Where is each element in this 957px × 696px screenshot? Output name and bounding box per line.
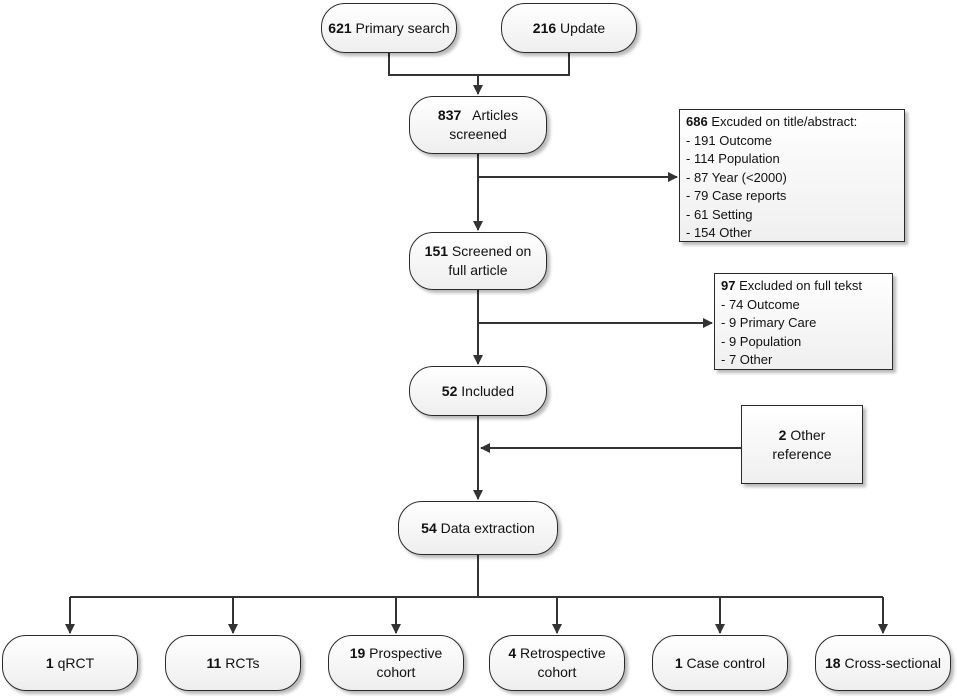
data-extraction-label: Data extraction	[440, 519, 535, 536]
full-article-line1: Screened on	[451, 243, 532, 259]
design-line1: Case control	[686, 654, 766, 671]
primary-search-label: Primary search	[355, 19, 450, 36]
design-line1: Prospective	[369, 645, 443, 661]
included-label: Included	[461, 382, 515, 399]
title-exclusion-item: - 79 Case reports	[686, 188, 787, 203]
full-article-count: 151	[424, 243, 449, 259]
design-node-retrospective-cohort: 4 Retrospective cohort	[489, 635, 625, 691]
included-count: 52	[441, 382, 458, 399]
title-exclusion-heading: Excuded on title/abstract:	[711, 114, 858, 129]
full-article-line2: full article	[448, 262, 508, 278]
title-exclusion-item: - 114 Population	[686, 151, 780, 166]
other-reference-count: 2	[778, 426, 787, 443]
design-count: 4	[508, 645, 517, 661]
fulltext-exclusion-item: - 74 Outcome	[721, 296, 800, 312]
design-node-prospective-cohort: 19 Prospective cohort	[328, 635, 464, 691]
primary-search-count: 621	[328, 19, 352, 36]
screened-count: 837	[437, 107, 462, 123]
update-count: 216	[532, 19, 557, 36]
title-exclusion-count: 686	[686, 114, 708, 129]
title-abstract-exclusion-box: 686 Excuded on title/abstract: - 191 Out…	[679, 109, 905, 242]
fulltext-exclusion-item: - 9 Primary Care	[721, 315, 817, 330]
design-count: 19	[349, 645, 366, 661]
other-reference-line2: reference	[772, 445, 832, 462]
title-exclusion-item: - 87 Year (<2000)	[686, 169, 787, 185]
update-label: Update	[560, 19, 606, 36]
screened-line1: Articles	[472, 107, 519, 123]
data-extraction-count: 54	[421, 519, 437, 536]
design-line2: cohort	[376, 664, 416, 680]
design-node-cross-sectional: 18 Cross-sectional	[815, 635, 951, 691]
update-node: 216 Update	[501, 3, 637, 53]
title-exclusion-item: - 154 Other	[686, 225, 752, 240]
design-node-qrct: 1 qRCT	[2, 635, 138, 691]
design-count: 18	[825, 654, 841, 671]
data-extraction-node: 54 Data extraction	[398, 501, 558, 555]
design-node-case-control: 1 Case control	[652, 635, 788, 691]
screened-node: 837 Articles screened	[409, 96, 547, 154]
design-line1: qRCT	[57, 654, 95, 671]
fulltext-exclusion-heading: Excluded on full tekst	[739, 278, 862, 293]
fulltext-exclusion-count: 97	[721, 278, 736, 293]
design-line1: Cross-sectional	[844, 654, 941, 671]
primary-search-node: 621 Primary search	[321, 3, 457, 53]
title-exclusion-item: - 61 Setting	[686, 206, 753, 222]
fulltext-exclusion-item: - 9 Population	[721, 333, 802, 349]
fulltext-exclusion-item: - 7 Other	[721, 352, 773, 367]
design-line1: RCTs	[225, 654, 260, 671]
design-line1: Retrospective	[520, 645, 606, 661]
design-count: 11	[206, 654, 222, 671]
design-count: 1	[45, 654, 54, 671]
design-node-rcts: 11 RCTs	[165, 635, 301, 691]
included-node: 52 Included	[409, 366, 547, 416]
other-reference-box: 2 Other reference	[741, 405, 863, 484]
design-count: 1	[674, 654, 683, 671]
title-exclusion-item: - 191 Outcome	[686, 132, 772, 148]
merge-connector	[388, 51, 570, 94]
full-article-node: 151 Screened on full article	[409, 232, 547, 290]
full-text-exclusion-box: 97 Excluded on full tekst - 74 Outcome -…	[714, 273, 893, 370]
other-reference-line1: Other	[790, 426, 826, 443]
screened-line2: screened	[449, 126, 507, 142]
design-line2: cohort	[537, 664, 577, 680]
